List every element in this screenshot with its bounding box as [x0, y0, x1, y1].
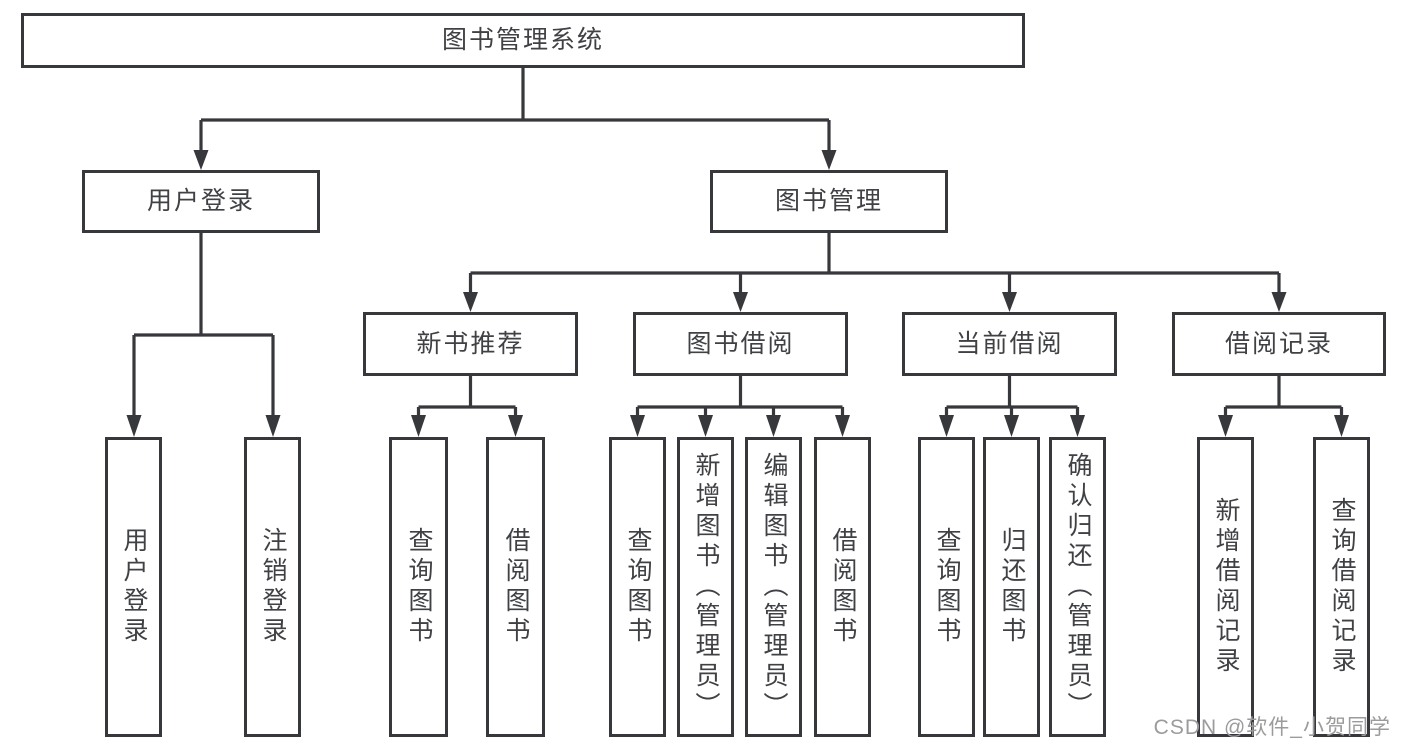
- edge-root-to-level2: [199, 68, 831, 150]
- arrowhead: [766, 415, 781, 437]
- node-book-management: 图书管理: [710, 170, 948, 233]
- edge-current-to-leaves: [944, 376, 1080, 415]
- node-leaf-return-book: 归还图书: [983, 437, 1040, 737]
- arrowhead: [939, 415, 954, 437]
- node-label: 借阅图书: [502, 527, 530, 647]
- edge-records-to-leaves: [1223, 376, 1344, 415]
- arrowhead: [698, 415, 713, 437]
- arrowhead: [1004, 415, 1019, 437]
- node-label: 查询图书: [624, 527, 652, 647]
- arrowhead: [508, 415, 523, 437]
- node-label: 新增图书（管理员）: [692, 452, 720, 722]
- arrowhead: [821, 150, 837, 170]
- node-root-system: 图书管理系统: [21, 13, 1025, 68]
- node-label: 注销登录: [259, 527, 287, 647]
- node-leaf-query-books-3: 查询图书: [918, 437, 975, 737]
- arrowhead: [1334, 415, 1349, 437]
- csdn-watermark: CSDN @软件_小贺同学: [1153, 716, 1391, 739]
- node-label: 图书借阅: [686, 329, 795, 358]
- node-label: 新增借阅记录: [1212, 497, 1240, 677]
- arrowhead: [630, 415, 645, 437]
- node-leaf-query-borrow-record: 查询借阅记录: [1313, 437, 1370, 737]
- node-leaf-add-book-admin: 新增图书（管理员）: [677, 437, 734, 737]
- node-leaf-add-borrow-record: 新增借阅记录: [1197, 437, 1254, 737]
- node-label: 用户登录: [146, 187, 255, 215]
- node-label: 新书推荐: [416, 329, 525, 358]
- node-current-borrow: 当前借阅: [902, 312, 1117, 376]
- node-label: 查询图书: [405, 527, 433, 647]
- node-leaf-user-login: 用户登录: [105, 437, 162, 737]
- node-label: 借阅记录: [1224, 329, 1333, 358]
- node-leaf-query-books-2: 查询图书: [609, 437, 666, 737]
- node-label: 查询图书: [933, 527, 961, 647]
- node-label: 用户登录: [120, 527, 148, 647]
- arrowhead: [1218, 415, 1233, 437]
- node-new-book-recommend: 新书推荐: [363, 312, 578, 376]
- arrowhead: [265, 415, 281, 437]
- arrowhead: [463, 292, 478, 312]
- node-label: 编辑图书（管理员）: [760, 452, 788, 722]
- node-leaf-edit-book-admin: 编辑图书（管理员）: [745, 437, 802, 737]
- edge-recommend-to-leaves: [416, 376, 518, 415]
- node-leaf-borrow-books-2: 借阅图书: [814, 437, 871, 737]
- arrowhead: [733, 292, 748, 312]
- edge-borrow-to-leaves: [635, 376, 845, 415]
- node-book-borrow: 图书借阅: [633, 312, 848, 376]
- arrowhead: [1002, 292, 1017, 312]
- arrowhead: [411, 415, 426, 437]
- arrowhead: [193, 150, 209, 170]
- node-label: 归还图书: [998, 527, 1026, 647]
- node-leaf-query-books: 查询图书: [389, 437, 448, 737]
- node-label: 确认归还（管理员）: [1064, 452, 1092, 722]
- node-user-login: 用户登录: [82, 170, 320, 233]
- node-borrow-records: 借阅记录: [1172, 312, 1386, 376]
- edge-login-to-leaves: [132, 233, 275, 415]
- arrowhead: [835, 415, 850, 437]
- arrowhead: [1070, 415, 1085, 437]
- node-label: 图书管理: [774, 187, 883, 215]
- arrowhead: [126, 415, 142, 437]
- arrowhead: [1271, 292, 1287, 312]
- node-leaf-borrow-books: 借阅图书: [486, 437, 545, 737]
- node-leaf-logout: 注销登录: [244, 437, 301, 737]
- node-label: 借阅图书: [829, 527, 857, 647]
- edge-mgmt-to-level3: [468, 233, 1281, 292]
- node-label: 当前借阅: [955, 329, 1064, 358]
- node-root-label: 图书管理系统: [441, 26, 604, 54]
- node-leaf-confirm-return-admin: 确认归还（管理员）: [1049, 437, 1106, 737]
- node-label: 查询借阅记录: [1328, 497, 1356, 677]
